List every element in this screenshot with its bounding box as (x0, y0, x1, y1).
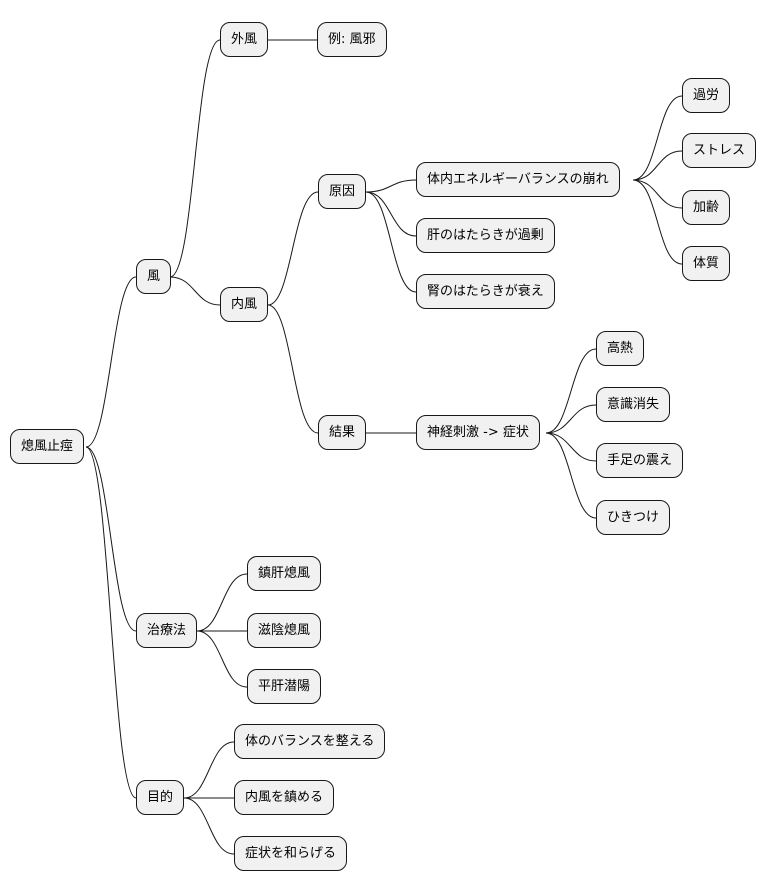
node-result-item[interactable]: 神経刺激 -> 症状 (416, 415, 540, 450)
node-external-example[interactable]: 例: 風邪 (317, 22, 387, 57)
node-wind[interactable]: 風 (136, 259, 172, 294)
node-purpose[interactable]: 目的 (136, 780, 185, 815)
edge-purpose-item-2 (183, 797, 235, 855)
node-symptom[interactable]: 高熱 (596, 331, 645, 366)
node-therapy[interactable]: 治療法 (136, 613, 198, 648)
edge-root-therapy (85, 446, 137, 632)
node-cause-item[interactable]: 腎のはたらきが衰え (416, 274, 555, 309)
edge-wind-external (169, 39, 221, 278)
edge-balance-sub-0 (632, 95, 683, 181)
edge-therapy-item-0 (196, 573, 248, 632)
node-cause[interactable]: 原因 (318, 174, 367, 209)
edge-internal-result (267, 304, 319, 434)
edge-purpose-item-0 (183, 741, 235, 799)
edge-item-symptom-2 (545, 432, 597, 462)
node-purpose-item[interactable]: 内風を鎮める (234, 780, 335, 815)
node-symptom[interactable]: ひきつけ (596, 500, 671, 535)
edge-balance-sub-1 (632, 150, 683, 181)
node-cause-sub-item[interactable]: 体質 (682, 246, 731, 281)
edge-cause-item-2 (365, 191, 417, 293)
node-therapy-item[interactable]: 滋陰熄風 (247, 613, 322, 648)
edge-cause-item-1 (365, 191, 417, 237)
edge-item-symptom-1 (545, 404, 597, 434)
node-therapy-item[interactable]: 鎮肝熄風 (247, 556, 322, 591)
node-cause-item[interactable]: 体内エネルギーバランスの崩れ (416, 162, 620, 197)
edge-balance-sub-2 (632, 179, 683, 209)
node-symptom[interactable]: 意識消失 (596, 387, 671, 422)
node-purpose-item[interactable]: 体のバランスを整える (234, 724, 386, 759)
edge-root-wind (85, 276, 137, 448)
edge-item-symptom-3 (545, 432, 597, 519)
node-internal-wind[interactable]: 内風 (220, 287, 269, 322)
edge-root-purpose (85, 446, 137, 799)
node-symptom[interactable]: 手足の震え (596, 443, 684, 478)
node-cause-item[interactable]: 肝のはたらきが過剰 (416, 218, 555, 253)
node-cause-sub-item[interactable]: ストレス (682, 133, 757, 168)
node-cause-sub-item[interactable]: 加齢 (682, 190, 731, 225)
node-external-wind[interactable]: 外風 (220, 22, 269, 57)
edge-therapy-item-2 (196, 630, 248, 688)
edge-internal-cause (267, 191, 319, 306)
node-cause-sub-item[interactable]: 過労 (682, 78, 731, 113)
node-result[interactable]: 結果 (318, 415, 367, 450)
root-node[interactable]: 熄風止痙 (10, 429, 85, 464)
edge-wind-internal (169, 276, 221, 306)
node-therapy-item[interactable]: 平肝潜陽 (247, 669, 322, 704)
edge-item-symptom-0 (545, 348, 597, 434)
edge-balance-sub-3 (632, 179, 683, 265)
edge-cause-item-0 (365, 179, 417, 193)
node-purpose-item[interactable]: 症状を和らげる (234, 836, 348, 871)
